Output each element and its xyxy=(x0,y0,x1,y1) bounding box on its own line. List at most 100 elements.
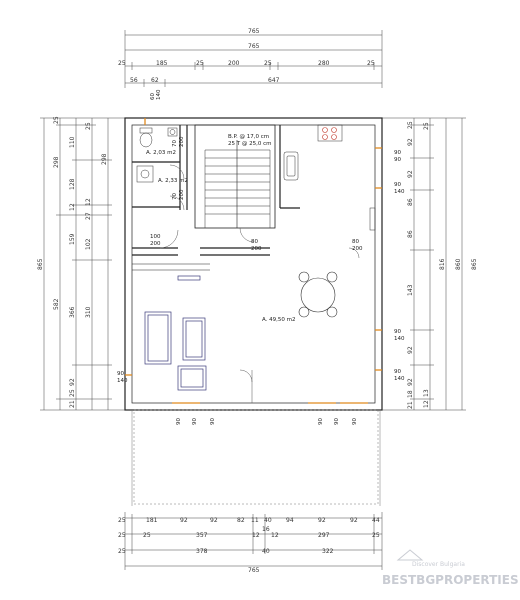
dim-right-inner: 21 xyxy=(407,401,414,409)
dim-left-inner: 92 xyxy=(69,378,76,386)
dim-top-seg: 25 xyxy=(196,60,204,67)
door-bath-h: 200 xyxy=(179,189,185,200)
win-bottom: 90 xyxy=(192,418,198,425)
dim-left-inner: 128 xyxy=(69,178,76,190)
dim-top-sub: 62 xyxy=(151,77,159,84)
dim-bottom-3: 25 xyxy=(118,548,126,555)
win-right-4-w: 90 xyxy=(394,369,401,375)
door-stair-w: 80 xyxy=(251,239,258,245)
dim-left-mid: 582 xyxy=(53,298,60,310)
right-dimensions xyxy=(382,117,466,411)
sofa-icon xyxy=(144,311,207,391)
dim-left-extra: 102 xyxy=(85,238,92,250)
bath-area: A. 2,33 m2 xyxy=(158,178,188,184)
win-bottom: 90 xyxy=(352,418,358,425)
stair-note-2: 25 T @ 25,0 cm xyxy=(228,141,271,147)
dim-top-sub: 56 xyxy=(130,77,138,84)
dim-bottom-3: 40 xyxy=(262,548,270,555)
left-dimensions xyxy=(40,117,125,411)
win-left-h: 140 xyxy=(117,378,128,384)
dim-left-inner: 12 xyxy=(69,203,76,211)
dim-left-extra: 27 xyxy=(85,212,92,220)
dim-right-inner: 86 xyxy=(407,230,414,238)
win-right-4-h: 140 xyxy=(394,376,405,382)
dim-right-mid: 816 xyxy=(439,258,446,270)
dim-top-total-2: 765 xyxy=(248,43,260,50)
dim-right-extra: 13 xyxy=(423,389,430,397)
door-hall-h: 200 xyxy=(150,241,161,247)
dim-left-inner: 110 xyxy=(69,136,76,148)
dim-bottom-1: 40 xyxy=(264,517,272,524)
dim-top-seg: 25 xyxy=(264,60,272,67)
dim-left-inner: 366 xyxy=(69,306,76,318)
win-bottom: 90 xyxy=(176,418,182,425)
door-kitchen-h: 200 xyxy=(352,246,363,252)
dim-left-extra: 310 xyxy=(85,306,92,318)
win-right-1-h: 90 xyxy=(394,157,401,163)
dim-left-inner: 25 xyxy=(69,389,76,397)
dim-top-seg: 280 xyxy=(318,60,330,67)
win-left-w: 90 xyxy=(117,371,124,377)
win-right-3-h: 140 xyxy=(394,336,405,342)
dim-bottom-total: 765 xyxy=(248,567,260,574)
dim-bottom-2: 25 xyxy=(118,532,126,539)
dim-top-seg: 25 xyxy=(367,60,375,67)
stair-note-1: B.P. @ 17,0 cm xyxy=(228,134,269,140)
win-right-2-w: 90 xyxy=(394,182,401,188)
dim-left-mid: 298 xyxy=(53,156,60,168)
dim-right-mid: 860 xyxy=(455,258,462,270)
dim-bottom-1: 25 xyxy=(118,517,126,524)
dim-bottom-1: 92 xyxy=(350,517,358,524)
dim-right-inner: 86 xyxy=(407,198,414,206)
watermark-line2: BESTBGPROPERTIES xyxy=(382,573,519,587)
tv-console-icon xyxy=(177,275,201,281)
dim-bottom-2: 12 xyxy=(271,532,279,539)
dim-top-seg: 200 xyxy=(228,60,240,67)
dim-right-outer: 865 xyxy=(471,258,478,270)
dim-top-total: 765 xyxy=(248,28,260,35)
door-wc-h: 200 xyxy=(179,136,185,147)
dim-left-inner: 21 xyxy=(69,400,76,408)
terrace xyxy=(131,409,381,506)
dim-bottom-1: 94 xyxy=(286,517,294,524)
dim-bottom-3: 322 xyxy=(322,548,334,555)
door-wc-w: 70 xyxy=(172,140,178,147)
cooktop-icon xyxy=(322,127,337,140)
win-right-1-w: 90 xyxy=(394,150,401,156)
staircase xyxy=(204,149,271,228)
dim-bottom-2: 297 xyxy=(318,532,330,539)
win-bottom: 90 xyxy=(318,418,324,425)
dim-right-inner: 18 xyxy=(407,390,414,398)
toilet-icon xyxy=(139,127,178,148)
dim-bottom-2: 25 xyxy=(372,532,380,539)
dim-top-sub: 647 xyxy=(268,77,280,84)
dim-bottom-2: 357 xyxy=(196,532,208,539)
door-stair-h: 200 xyxy=(251,246,262,252)
watermark-line1: Discover Bulgaria xyxy=(412,561,465,568)
walls xyxy=(124,117,383,411)
dim-bottom-1: 92 xyxy=(180,517,188,524)
dim-bottom-2: 25 xyxy=(143,532,151,539)
dim-bottom-1: 181 xyxy=(146,517,158,524)
dim-top-seg: 25 xyxy=(118,60,126,67)
dim-right-inner: 92 xyxy=(407,346,414,354)
dim-bottom-3: 378 xyxy=(196,548,208,555)
living-area: A. 49,50 m2 xyxy=(262,317,296,323)
dim-right-inner: 92 xyxy=(407,138,414,146)
dim-right-inner: 92 xyxy=(407,378,414,386)
dim-bottom-1: 92 xyxy=(210,517,218,524)
dim-left-extra: 25 xyxy=(85,122,92,130)
bottom-dimensions xyxy=(124,512,383,570)
dim-right-inner: 25 xyxy=(407,121,414,129)
dim-bottom-1: 11 xyxy=(251,517,259,524)
door-bath-w: 70 xyxy=(172,193,178,200)
dim-left-extra: 12 xyxy=(85,198,92,206)
dim-top-seg: 185 xyxy=(156,60,168,67)
dim-bottom-2: 12 xyxy=(252,532,260,539)
dim-bottom-1: 82 xyxy=(237,517,245,524)
dim-right-extra: 12 xyxy=(423,400,430,408)
dim-bottom-2: 16 xyxy=(262,526,270,533)
kitchen-counter xyxy=(283,124,376,231)
dim-bottom-1: 44 xyxy=(372,517,380,524)
